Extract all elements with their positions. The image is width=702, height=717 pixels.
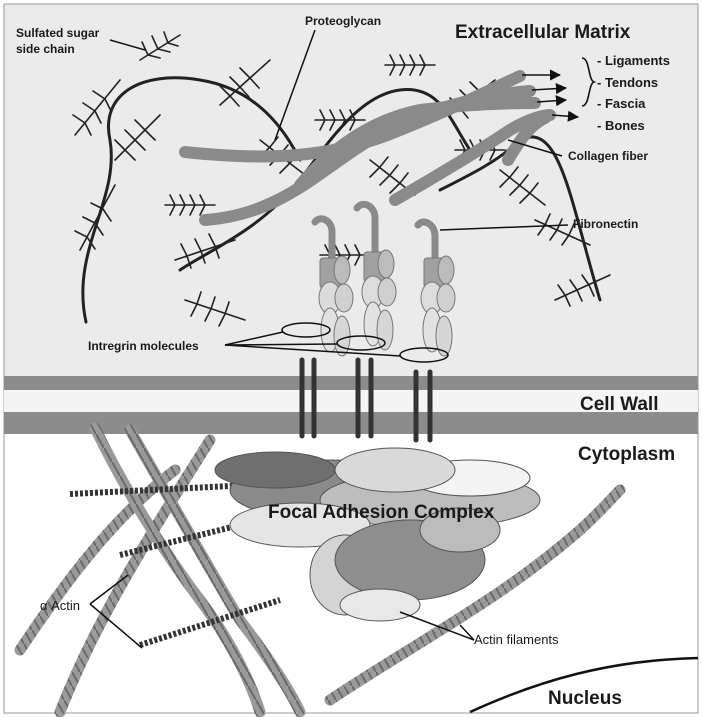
label-fibronectin: Fibronectin bbox=[573, 217, 638, 231]
label-tissue-fascia: - Fascia bbox=[597, 96, 646, 111]
label-focal-adhesion-complex: Focal Adhesion Complex bbox=[268, 502, 495, 523]
label-collagen-fiber: Collagen fiber bbox=[568, 149, 648, 163]
label-alpha-actin: α Actin bbox=[40, 598, 80, 613]
label-tissue-ligaments: - Ligaments bbox=[597, 53, 670, 68]
label-actin-filaments: Actin filaments bbox=[474, 632, 559, 647]
label-nucleus: Nucleus bbox=[548, 688, 622, 709]
label-tissue-bones: - Bones bbox=[597, 118, 645, 133]
label-integrin-molecules: Intregrin molecules bbox=[88, 339, 199, 353]
label-proteoglycan: Proteoglycan bbox=[305, 14, 381, 28]
label-cytoplasm: Cytoplasm bbox=[578, 444, 675, 465]
label-sugar-chain-line1: Sulfated sugar bbox=[16, 26, 100, 40]
label-tissue-tendons: - Tendons bbox=[597, 75, 658, 90]
label-cell-wall: Cell Wall bbox=[580, 394, 658, 415]
label-sugar-chain-line2: side chain bbox=[16, 42, 75, 56]
label-extracellular-matrix: Extracellular Matrix bbox=[455, 22, 631, 43]
